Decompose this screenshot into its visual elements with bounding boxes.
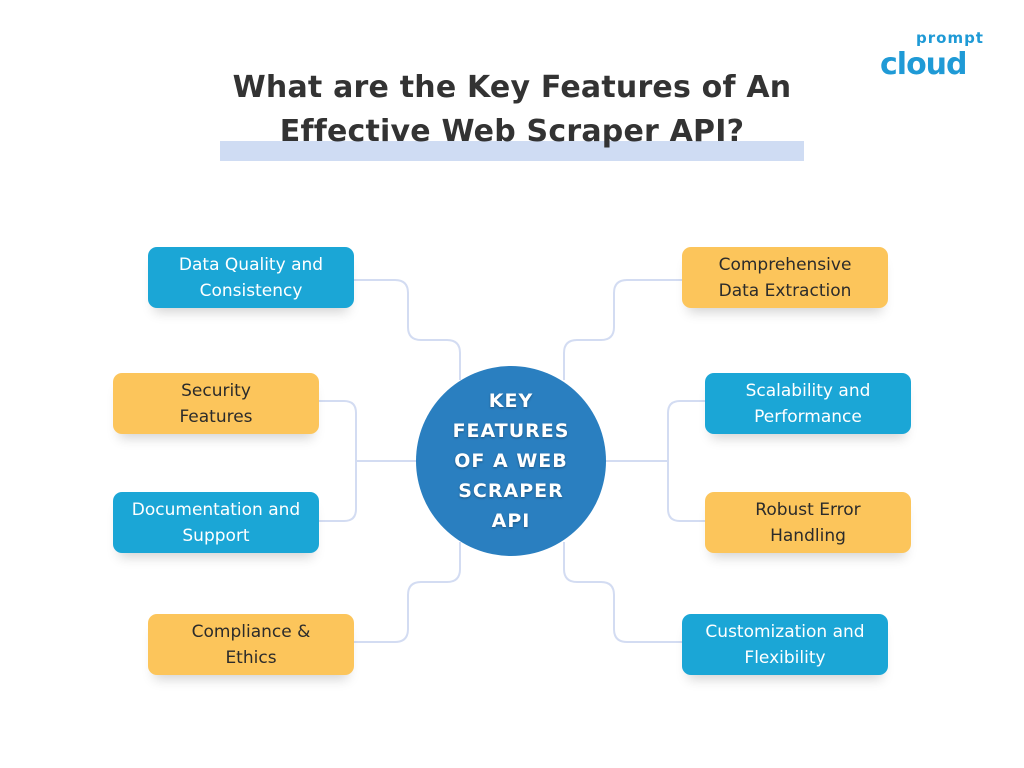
title-highlight (220, 141, 804, 161)
feature-label: Comprehensive Data Extraction (718, 254, 852, 301)
feature-customization: Customization and Flexibility (682, 614, 888, 675)
promptcloud-logo: prompt cloud (880, 30, 1000, 86)
page-title-line-2: Effective Web Scraper API? (279, 114, 745, 149)
feature-robust-error-handling: Robust Error Handling (705, 492, 911, 553)
feature-label: Scalability and Performance (745, 380, 871, 427)
feature-label: Documentation and Support (131, 499, 301, 546)
center-node: KEY FEATURES OF A WEB SCRAPER API (416, 366, 606, 556)
feature-data-quality: Data Quality and Consistency (148, 247, 354, 308)
feature-label: Data Quality and Consistency (178, 254, 324, 301)
feature-label: Compliance & Ethics (191, 621, 311, 668)
logo-text-bottom: cloud (880, 47, 968, 82)
feature-scalability: Scalability and Performance (705, 373, 911, 434)
connector-comprehensive (563, 279, 682, 380)
logo-text-top: prompt (916, 29, 984, 47)
connector-security-documentation (319, 400, 357, 522)
page-title-line-1: What are the Key Features of An (232, 70, 792, 105)
feature-label: Security Features (179, 380, 253, 427)
feature-comprehensive: Comprehensive Data Extraction (682, 247, 888, 308)
connector-compliance (354, 542, 461, 643)
feature-documentation: Documentation and Support (113, 492, 319, 553)
connector-scalability-robust (667, 400, 705, 522)
feature-security: Security Features (113, 373, 319, 434)
feature-label: Robust Error Handling (755, 499, 861, 546)
feature-compliance: Compliance & Ethics (148, 614, 354, 675)
feature-label: Customization and Flexibility (705, 621, 865, 668)
connector-data-quality (354, 279, 461, 380)
center-label: KEY FEATURES OF A WEB SCRAPER API (452, 390, 570, 532)
connector-customization (563, 542, 682, 643)
